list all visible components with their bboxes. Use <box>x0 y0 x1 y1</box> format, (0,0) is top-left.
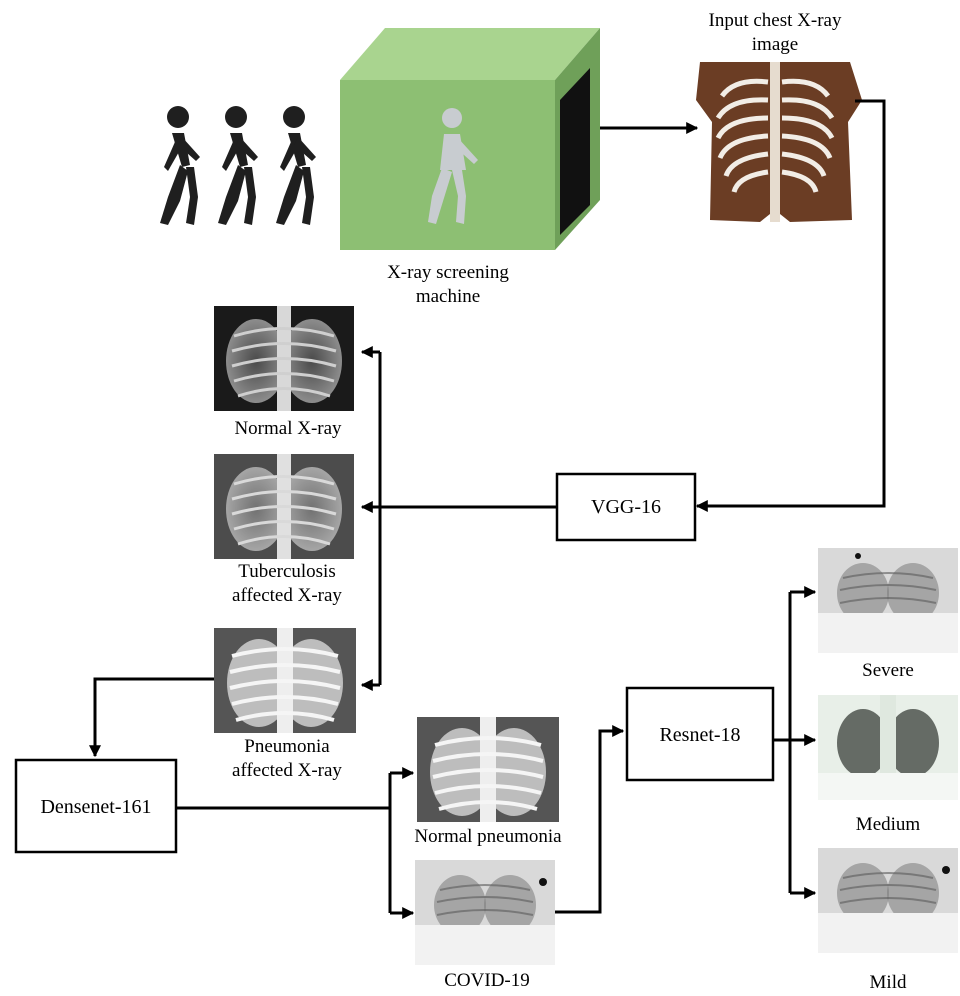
input-label-line2: image <box>752 34 798 55</box>
severe-xray-image <box>818 548 958 653</box>
medium-xray-image <box>818 695 958 800</box>
waiting-patients-icon <box>160 106 316 225</box>
medium-label: Medium <box>856 814 921 835</box>
xray-machine-icon <box>340 28 600 250</box>
pneumonia-xray-image <box>214 628 356 733</box>
normal-pneumonia-image <box>417 717 559 822</box>
tuberculosis-xray-image <box>214 454 354 559</box>
input-label-line1: Input chest X-ray <box>709 10 842 31</box>
resnet18-label: Resnet-18 <box>659 724 740 746</box>
machine-label-line2: machine <box>416 286 480 307</box>
densenet161-label: Densenet-161 <box>40 796 151 818</box>
covid19-image <box>415 860 555 965</box>
ribcage-icon <box>696 62 862 222</box>
covid19-label: COVID-19 <box>444 970 530 991</box>
normal-xray-label: Normal X-ray <box>234 418 342 439</box>
mild-xray-image <box>818 848 958 953</box>
tb-label-line2: affected X-ray <box>232 585 342 606</box>
normal-pneumonia-label: Normal pneumonia <box>414 826 562 847</box>
machine-label-line1: X-ray screening <box>387 262 509 283</box>
normal-xray-image <box>214 306 354 411</box>
mild-label: Mild <box>870 972 907 993</box>
tb-label-line1: Tuberculosis <box>238 561 335 582</box>
pneumonia-label-line1: Pneumonia <box>244 736 330 757</box>
vgg16-label: VGG-16 <box>591 496 661 518</box>
pneumonia-label-line2: affected X-ray <box>232 760 342 781</box>
severe-label: Severe <box>862 660 914 681</box>
